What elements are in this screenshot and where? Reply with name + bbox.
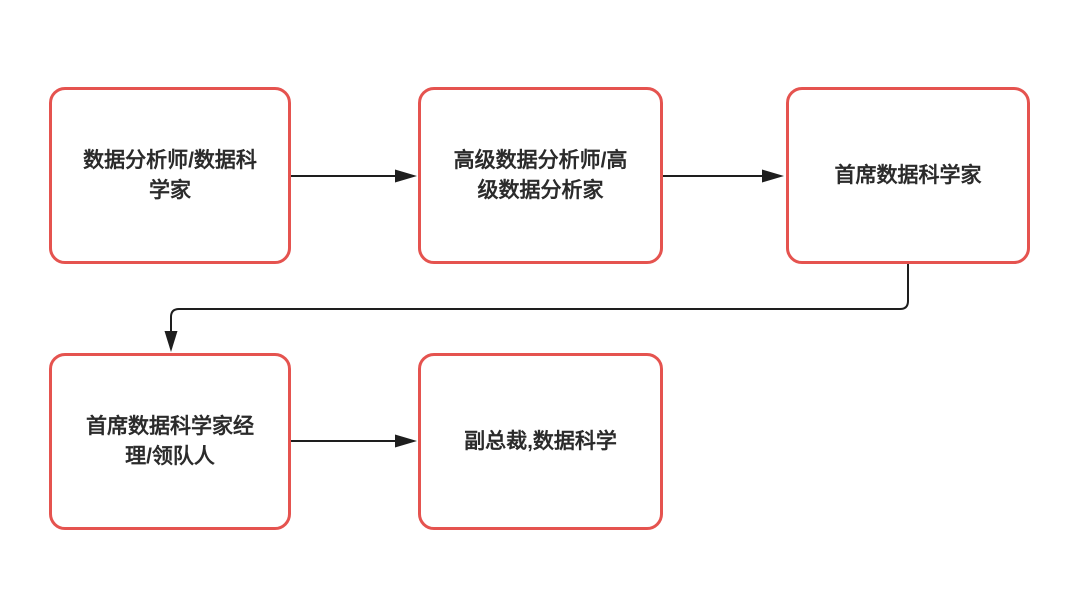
node-chief-data-scientist: 首席数据科学家: [786, 87, 1030, 264]
node-data-analyst: 数据分析师/数据科学家: [49, 87, 291, 264]
node-label: 高级数据分析师/高级数据分析家: [453, 148, 628, 202]
node-label: 首席数据科学家经理/领队人: [86, 414, 254, 468]
edge-arrow-2-to-3: [663, 169, 784, 183]
edge-arrow-4-to-5: [291, 434, 417, 448]
edge-arrow-3-to-4: [164, 264, 909, 352]
node-vp-data-science: 副总裁,数据科学: [418, 353, 663, 530]
node-chief-data-scientist-manager: 首席数据科学家经理/领队人: [49, 353, 291, 530]
node-label: 副总裁,数据科学: [464, 429, 617, 453]
node-senior-data-analyst: 高级数据分析师/高级数据分析家: [418, 87, 663, 264]
node-label: 首席数据科学家: [834, 163, 982, 187]
edge-arrow-1-to-2: [291, 169, 417, 183]
node-label: 数据分析师/数据科学家: [83, 148, 257, 202]
